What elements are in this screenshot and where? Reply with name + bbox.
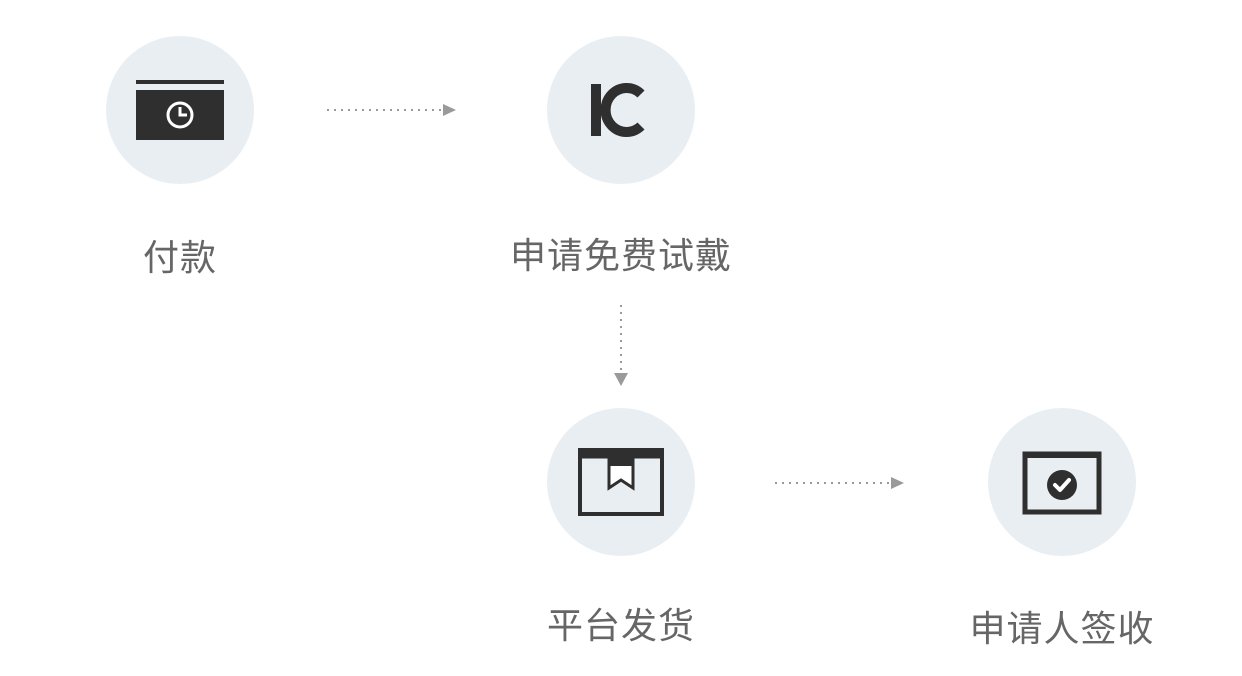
trial-c-icon [589, 78, 653, 142]
step-receipt-circle [988, 408, 1136, 556]
check-box-icon [1022, 449, 1102, 515]
step-trial-circle [547, 36, 695, 184]
step-trial-label: 申请免费试戴 [509, 236, 733, 277]
step-receipt-label: 申请人签收 [969, 609, 1155, 650]
step-shipping-label: 平台发货 [546, 606, 696, 647]
package-box-icon [578, 448, 664, 516]
payment-card-icon [136, 80, 224, 140]
arrow-right-1 [327, 103, 457, 117]
step-payment-label: 付款 [142, 238, 218, 279]
step-shipping-circle [547, 408, 695, 556]
arrow-right-2 [775, 476, 905, 490]
arrow-down [613, 305, 629, 387]
step-payment-circle [106, 36, 254, 184]
